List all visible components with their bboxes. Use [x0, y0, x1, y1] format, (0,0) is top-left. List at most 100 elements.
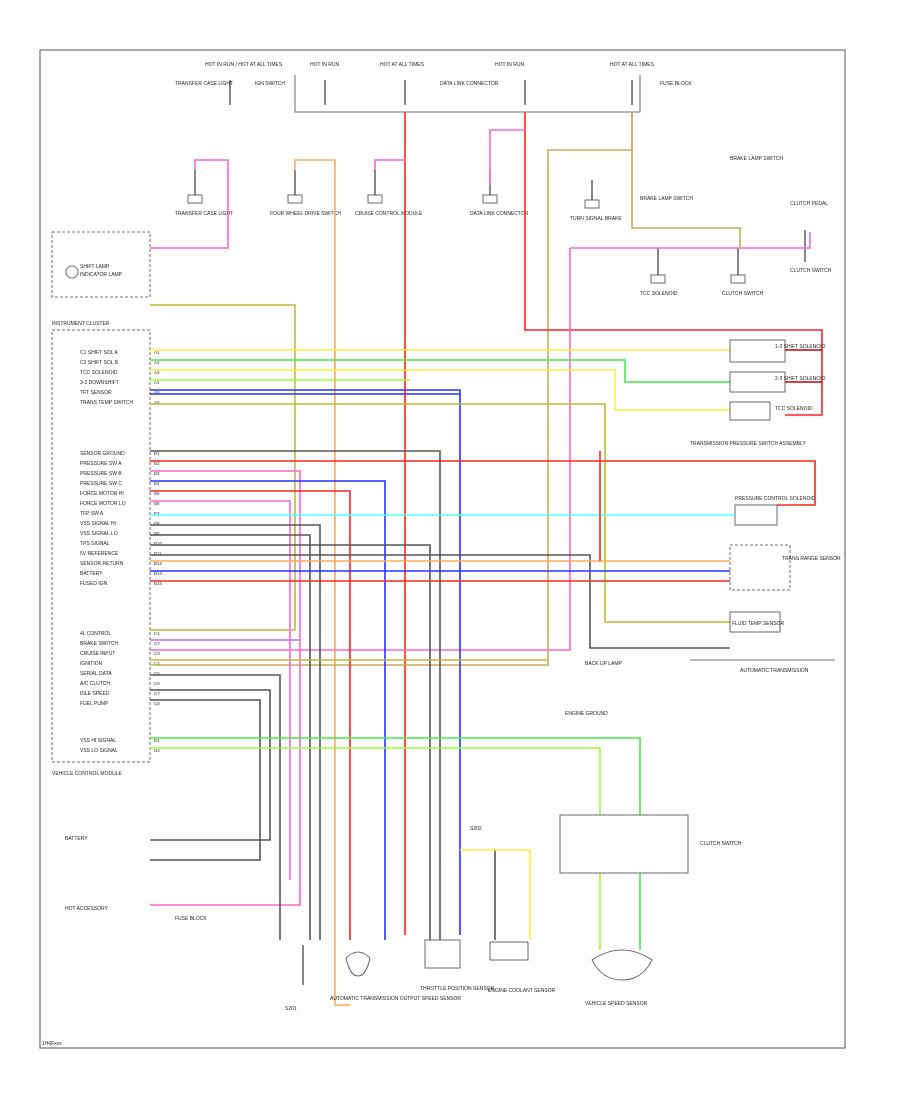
pin-label: C1 SHIFT SOL A — [80, 350, 118, 356]
wire-lime — [150, 747, 601, 815]
wire-gray — [150, 450, 441, 940]
wire-pink — [150, 248, 571, 651]
hot-note-label: HOT ACCESSORY — [65, 906, 109, 912]
engine-ground-label: ENGINE GROUND — [565, 711, 608, 717]
wire-pink — [150, 159, 229, 249]
pin-label: C2 SHIFT SOL B — [80, 360, 119, 366]
force-motor-label: PRESSURE CONTROL SOLENOID — [735, 496, 816, 502]
vss-left-label: AUTOMATIC TRANSMISSION OUTPUT SPEED SENS… — [330, 996, 461, 1002]
pin-id: D2 — [154, 748, 160, 753]
top-component-label-1: TRANSFER CASE LIGHT — [175, 81, 233, 87]
right-components: 1-2 SHIFT SOLENOID 2-3 SHIFT SOLENOID TC… — [559, 339, 841, 874]
turn-signal-label: TURN SIGNAL BRAKE — [570, 216, 622, 222]
pin-id: A4 — [154, 380, 160, 385]
wire-pink — [570, 232, 811, 249]
wire-green — [150, 359, 730, 383]
pin-label: TFP SW A — [80, 511, 104, 517]
bottom-components: BATTERY HOT ACCESSORY FUSE BLOCK S201 AU… — [65, 826, 653, 1012]
clutch-switch-top-label: CLUTCH SWITCH — [790, 268, 832, 274]
wire-green — [150, 737, 641, 815]
range-sensor-label: TRANS RANGE SENSOR — [782, 556, 841, 562]
clutch-switch-label: CLUTCH SWITCH — [700, 841, 742, 847]
top-component-label-4: FUSE BLOCK — [660, 81, 692, 87]
fuse-box-label: FUSE BLOCK — [175, 916, 207, 922]
pin-label: TCC SOLENOID — [80, 370, 118, 376]
wire-pink — [489, 129, 525, 185]
pin-label: VSS HI SIGNAL — [80, 738, 116, 744]
fuse-label-2: HOT IN RUN — [310, 62, 339, 68]
pin-id: C8 — [154, 701, 160, 706]
wire-tan — [150, 160, 549, 666]
brake-lamp-switch-label-2: BRAKE LAMP SWITCH — [730, 156, 783, 162]
fuse-label-1: HOT IN RUN / HOT AT ALL TIMES — [205, 62, 283, 68]
wire-olive — [150, 304, 296, 631]
pin-label: IDLE SPEED — [80, 691, 110, 697]
top-component-label-3: DATA LINK CONNECTOR — [440, 81, 499, 87]
wire-tan — [547, 112, 633, 160]
solenoid-a-label: 1-2 SHIFT SOLENOID — [775, 344, 826, 350]
pin-label: VSS SIGNAL LO — [80, 531, 118, 537]
pin-label: PRESSURE SW A — [80, 461, 122, 467]
pin-id: B12 — [154, 561, 163, 566]
pin-id: B5 — [154, 491, 160, 496]
battery-label: BATTERY — [65, 836, 88, 842]
pin-id: A1 — [154, 350, 160, 355]
pin-label: 3-2 DOWNSHIFT — [80, 380, 119, 386]
pin-label: TFT SENSOR — [80, 390, 112, 396]
pin-label: IGNITION — [80, 661, 103, 667]
pin-label: A/C CLUTCH — [80, 681, 110, 687]
shift-lamp-label: SHIFT LAMP — [80, 264, 110, 270]
pin-id: C7 — [154, 691, 160, 696]
wire-pink — [374, 159, 405, 170]
pcm-title: VEHICLE CONTROL MODULE — [52, 771, 122, 777]
pin-id: B8 — [154, 521, 160, 526]
tcc-solenoid-label: TCC SOLENOID — [775, 406, 813, 412]
pin-id: C2 — [154, 641, 160, 646]
pin-id: B10 — [154, 541, 163, 546]
pin-id: C5 — [154, 671, 160, 676]
pin-id: C4 — [154, 661, 160, 666]
vss-right-label: VEHICLE SPEED SENSOR — [585, 1001, 648, 1007]
wire-gray — [150, 674, 281, 940]
pin-id: B13 — [154, 571, 163, 576]
fuse-label-3: HOT AT ALL TIMES — [380, 62, 425, 68]
pin-label: VSS LO SIGNAL — [80, 748, 118, 754]
top-fuse-area: HOT IN RUN / HOT AT ALL TIMES HOT IN RUN… — [175, 62, 692, 113]
pin-id: C3 — [154, 651, 160, 656]
pin-label: FORCE MOTOR LO — [80, 501, 126, 507]
pcm-pin-ids: A1A2A3A4A5A6B1B2B3B4B5B6B7B8B9B10B11B12B… — [154, 350, 163, 753]
pin-label: BATTERY — [80, 571, 103, 577]
pin-label: FUSED IGN — [80, 581, 108, 587]
pin-label: FUEL PUMP — [80, 701, 109, 707]
wire-tan — [631, 112, 741, 248]
wire-red — [524, 112, 823, 416]
brake-lamp-switch-label: BRAKE LAMP SWITCH — [640, 196, 693, 202]
pin-id: B11 — [154, 551, 162, 556]
pin-id: C1 — [154, 631, 160, 636]
wire-gray — [150, 699, 261, 861]
cruise-module-label: CRUISE CONTROL MODULE — [355, 211, 423, 217]
cluster-gnd-note: INDICATOR LAMP — [80, 272, 123, 278]
pin-id: B1 — [154, 451, 160, 456]
pin-id: A5 — [154, 390, 160, 395]
wire-gray — [150, 534, 311, 940]
transfer-case-light-label: TRANSFER CASE LIGHT — [175, 211, 233, 217]
splice-a-label: S201 — [285, 1006, 297, 1012]
diagram-frame — [39, 49, 846, 1049]
wire-pink — [150, 470, 301, 906]
pin-label: CRUISE INPUT — [80, 651, 115, 657]
data-link-label: DATA LINK CONNECTOR — [470, 211, 529, 217]
wire-yellow — [150, 369, 730, 411]
pin-id: B2 — [154, 461, 160, 466]
pin-label: 5V REFERENCE — [80, 551, 119, 557]
left-lamp-label: TCC SOLENOID — [640, 291, 678, 297]
cruise-brake-label: CLUTCH SWITCH — [722, 291, 764, 297]
pin-id: B9 — [154, 531, 160, 536]
pin-id: A6 — [154, 400, 160, 405]
footer-code: 1H6Fxxx — [42, 1041, 62, 1047]
fuse-label-5: HOT AT ALL TIMES — [610, 62, 655, 68]
pin-label: TRANS TEMP SWITCH — [80, 400, 134, 406]
wire-red — [150, 460, 816, 506]
wire-gray — [150, 554, 730, 649]
pcm-connector: VEHICLE CONTROL MODULE C1 SHIFT SOL A C2… — [51, 329, 163, 777]
